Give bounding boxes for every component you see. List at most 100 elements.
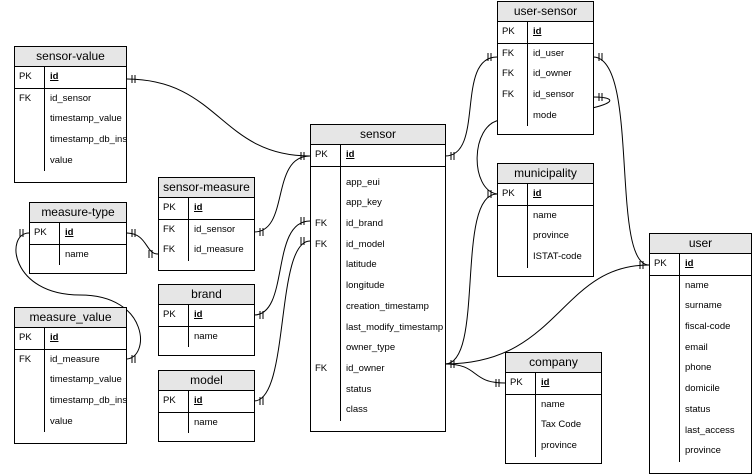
key-marker: FK bbox=[502, 47, 515, 59]
attribute-row: timestamp_db_ins bbox=[15, 391, 128, 412]
primary-key-name: id bbox=[194, 395, 203, 406]
primary-key-name: id bbox=[50, 332, 59, 343]
attribute-name: id_sensor bbox=[50, 92, 92, 104]
attribute-name: mode bbox=[533, 109, 557, 121]
key-marker: PK bbox=[654, 258, 667, 269]
attribute-row: ISTAT-code bbox=[498, 247, 593, 268]
key-marker: PK bbox=[34, 227, 47, 238]
attribute-name: fiscal-code bbox=[685, 321, 731, 333]
relation-measure-value-to-measure-type bbox=[15, 232, 141, 360]
attribute-name: id_user bbox=[533, 47, 565, 59]
attribute-name: longitude bbox=[346, 280, 385, 292]
entity-field-section: name bbox=[30, 244, 126, 266]
primary-key-name: id bbox=[533, 188, 542, 199]
attribute-row: domicile bbox=[650, 379, 751, 400]
attribute-row: province bbox=[498, 226, 593, 247]
key-marker: PK bbox=[315, 149, 328, 160]
attribute-name: creation_timestamp bbox=[346, 300, 429, 312]
attribute-name: Tax Code bbox=[541, 419, 582, 431]
key-marker: FK bbox=[502, 89, 515, 101]
entity-title: model bbox=[159, 371, 254, 391]
relation-sensor-to-user-sensor bbox=[444, 56, 498, 157]
attribute-name: domicile bbox=[685, 383, 720, 395]
entity-title: sensor-value bbox=[15, 47, 126, 67]
relation-measure-type-to-sensor-measure bbox=[125, 232, 159, 255]
relation-brand-to-sensor bbox=[253, 220, 311, 316]
attribute-name: id_sensor bbox=[194, 223, 236, 235]
attribute-row: FK id_owner bbox=[311, 359, 445, 380]
primary-key-name: id bbox=[50, 71, 59, 82]
entity-title: user bbox=[650, 234, 751, 254]
attribute-row: FK id_sensor bbox=[159, 220, 254, 241]
attribute-name: phone bbox=[685, 362, 712, 374]
attribute-name: latitude bbox=[346, 259, 377, 271]
entity-title: company bbox=[506, 353, 601, 373]
entity-pk-section: PK id bbox=[15, 67, 126, 89]
key-marker: FK bbox=[163, 223, 176, 235]
attribute-name: province bbox=[685, 445, 721, 457]
attribute-name: status bbox=[685, 403, 711, 415]
relation-sensor-measure-to-sensor bbox=[253, 155, 311, 233]
entity-title: municipality bbox=[498, 164, 593, 184]
key-marker: FK bbox=[19, 92, 32, 104]
key-marker: FK bbox=[315, 362, 328, 374]
attribute-name: ISTAT-code bbox=[533, 251, 582, 263]
attribute-row: longitude bbox=[311, 276, 445, 297]
attribute-row: province bbox=[650, 441, 751, 462]
entity-title: measure_value bbox=[15, 308, 126, 328]
primary-key-name: id bbox=[346, 149, 355, 160]
entity-sensor-value[interactable]: sensor-value PK id FK id_sensor timestamp_v… bbox=[14, 46, 127, 183]
attribute-name: name bbox=[65, 248, 89, 260]
attribute-row: creation_timestamp bbox=[311, 297, 445, 318]
attribute-name: timestamp_db_ins bbox=[50, 395, 128, 407]
attribute-name: timestamp_value bbox=[50, 113, 122, 125]
entity-title: user-sensor bbox=[498, 2, 593, 22]
attribute-name: app_eui bbox=[346, 176, 380, 188]
entity-field-section: FK id_sensor timestamp_value timestamp_db_i… bbox=[15, 88, 128, 172]
key-marker: PK bbox=[19, 71, 32, 82]
attribute-row: surname bbox=[650, 296, 751, 317]
entity-title: measure-type bbox=[30, 203, 126, 223]
attribute-name: id_measure bbox=[50, 353, 100, 365]
primary-key-name: id bbox=[533, 26, 542, 37]
attribute-row: name bbox=[650, 276, 751, 297]
relation-sensor-value-to-sensor bbox=[125, 78, 311, 157]
entity-title: brand bbox=[159, 285, 254, 305]
entity-field-section: name bbox=[159, 412, 254, 434]
entity-pk-section: PK id bbox=[498, 184, 593, 206]
attribute-row: status bbox=[311, 380, 445, 401]
attribute-row: name bbox=[498, 206, 593, 227]
attribute-name: id_owner bbox=[346, 362, 385, 374]
primary-key-name: id bbox=[65, 227, 74, 238]
attribute-name: id_owner bbox=[533, 68, 572, 80]
attribute-name: owner_type bbox=[346, 342, 396, 354]
key-marker: PK bbox=[502, 188, 515, 199]
entity-title: sensor-measure bbox=[159, 178, 254, 198]
attribute-row: phone bbox=[650, 358, 751, 379]
attribute-name: timestamp_db_ins bbox=[50, 134, 128, 146]
attribute-row: PK id bbox=[311, 145, 445, 166]
entity-measure-type[interactable]: measure-type PK id name bbox=[29, 202, 127, 274]
